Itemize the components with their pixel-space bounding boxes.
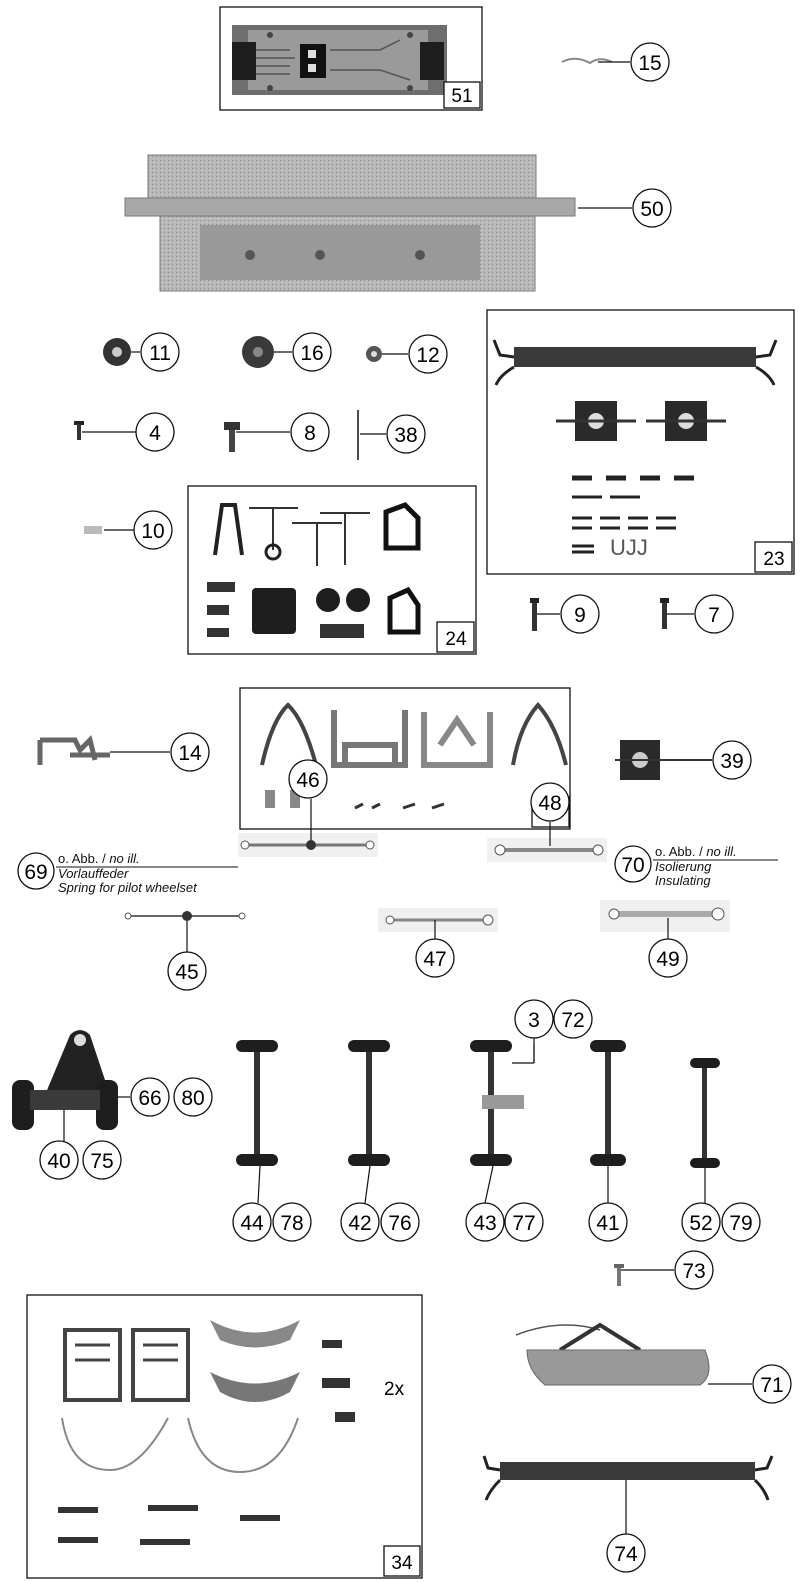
callout-number: 14	[178, 742, 202, 765]
callout-number: 3	[528, 1009, 540, 1032]
svg-text:UJJ: UJJ	[610, 535, 648, 560]
callout-number: 46	[296, 769, 319, 792]
callout-number: 9	[574, 604, 586, 627]
part-71-plow: 71	[516, 1325, 791, 1403]
part-50-chassis: 50	[125, 155, 671, 291]
note-line: o. Abb. /	[655, 844, 706, 859]
callout-number: 40	[47, 1150, 70, 1173]
part-40-75-pilot-truck: 66 80 40 75	[12, 1030, 212, 1179]
callout-number: 73	[682, 1260, 705, 1283]
note-line: o. Abb. /	[58, 851, 109, 866]
callout-number: 12	[416, 344, 439, 367]
callout-number: 66	[138, 1087, 161, 1110]
callout-number: 4	[149, 422, 161, 445]
part-12-gear: 12	[366, 335, 447, 373]
part-39: 39	[615, 740, 751, 780]
callout-number: 50	[640, 198, 663, 221]
callout-number: 8	[304, 422, 316, 445]
callout-number: 38	[394, 424, 417, 447]
callout-number: 78	[280, 1212, 303, 1235]
part-43-77-wheelset: 43 77	[466, 1038, 543, 1241]
part-49-rod: 49	[600, 900, 730, 977]
box-label: 34	[391, 1553, 413, 1574]
note-line: Vorlauffeder	[58, 866, 128, 881]
part-38-pin: 38	[358, 410, 425, 460]
note-line: Isolierung	[655, 859, 711, 874]
callout-number: 80	[181, 1087, 204, 1110]
callout-number: 45	[175, 961, 198, 984]
callout-number: 39	[720, 750, 743, 773]
circuit-board-drawing	[232, 25, 447, 95]
callout-number: 47	[423, 948, 446, 971]
chassis-drawing	[125, 155, 575, 291]
callout-number: 44	[240, 1212, 264, 1235]
callout-number: 41	[596, 1212, 619, 1235]
note-70-text: o. Abb. / no ill. Isolierung Insulating	[655, 845, 737, 888]
callout-number: 72	[561, 1009, 584, 1032]
part-52-79-wheelset: 52 79	[682, 1058, 760, 1241]
callout-number: 76	[388, 1212, 411, 1235]
part-box-34: 2x 34	[27, 1295, 422, 1578]
part-9-screw: 9	[530, 595, 599, 633]
callout-number: 10	[141, 520, 164, 543]
part-15: 15	[562, 43, 669, 81]
part-14-coupler: 14	[40, 733, 209, 771]
callout-number: 42	[348, 1212, 371, 1235]
part-74-frame: 74	[484, 1456, 772, 1572]
callout-number: 79	[729, 1212, 752, 1235]
callout-number: 75	[90, 1150, 113, 1173]
note-line: Insulating	[655, 873, 711, 888]
callout-number: 77	[512, 1212, 535, 1235]
part-16-gear: 16	[242, 333, 331, 371]
box-label: 24	[445, 629, 467, 650]
callout-number: 49	[656, 948, 679, 971]
part-44-78-wheelset: 44 78	[233, 1040, 311, 1241]
part-73-screw: 73	[614, 1251, 713, 1289]
part-8-screw: 8	[224, 413, 329, 452]
frame-parts-drawing: UJJ	[494, 340, 776, 560]
part-41-wheelset: 41	[589, 1040, 627, 1241]
callout-number: 71	[760, 1374, 783, 1397]
box-label: 51	[451, 86, 472, 107]
part-45-rod: 45	[125, 911, 245, 990]
callout-number: 7	[708, 604, 720, 627]
note-line-italic: no ill.	[706, 844, 736, 859]
part-47-rod: 47	[378, 908, 498, 977]
callout-number: 16	[300, 342, 323, 365]
callout-number: 11	[149, 342, 171, 365]
detail-parts-drawing	[58, 1320, 355, 1542]
note-number: 70	[621, 854, 644, 877]
part-11-gear: 11	[103, 333, 179, 371]
part-box-37: 37	[240, 688, 570, 829]
note-69-text: o. Abb. / no ill. Vorlauffeder Spring fo…	[58, 852, 197, 895]
callout-number: 74	[614, 1543, 638, 1566]
callout-number: 48	[538, 792, 561, 815]
callout-number: 15	[638, 52, 661, 75]
part-10: 10	[84, 511, 172, 549]
part-box-23: UJJ 23	[487, 310, 794, 574]
note-line: Spring for pilot wheelset	[58, 880, 197, 895]
callout-number: 52	[689, 1212, 712, 1235]
note-number: 69	[24, 861, 47, 884]
multiplier-label: 2x	[384, 1379, 405, 1400]
box-label: 23	[763, 549, 784, 570]
callout-number: 43	[473, 1212, 496, 1235]
part-42-76-wheelset: 42 76	[341, 1040, 419, 1241]
part-4-screw: 4	[74, 413, 174, 451]
motor-parts-drawing	[207, 505, 418, 638]
part-7-screw: 7	[660, 595, 733, 633]
part-box-51: 51	[220, 7, 482, 110]
note-line-italic: no ill.	[109, 851, 139, 866]
part-3-72-callouts: 3 72	[515, 1000, 592, 1038]
part-box-24: 24	[188, 486, 476, 654]
